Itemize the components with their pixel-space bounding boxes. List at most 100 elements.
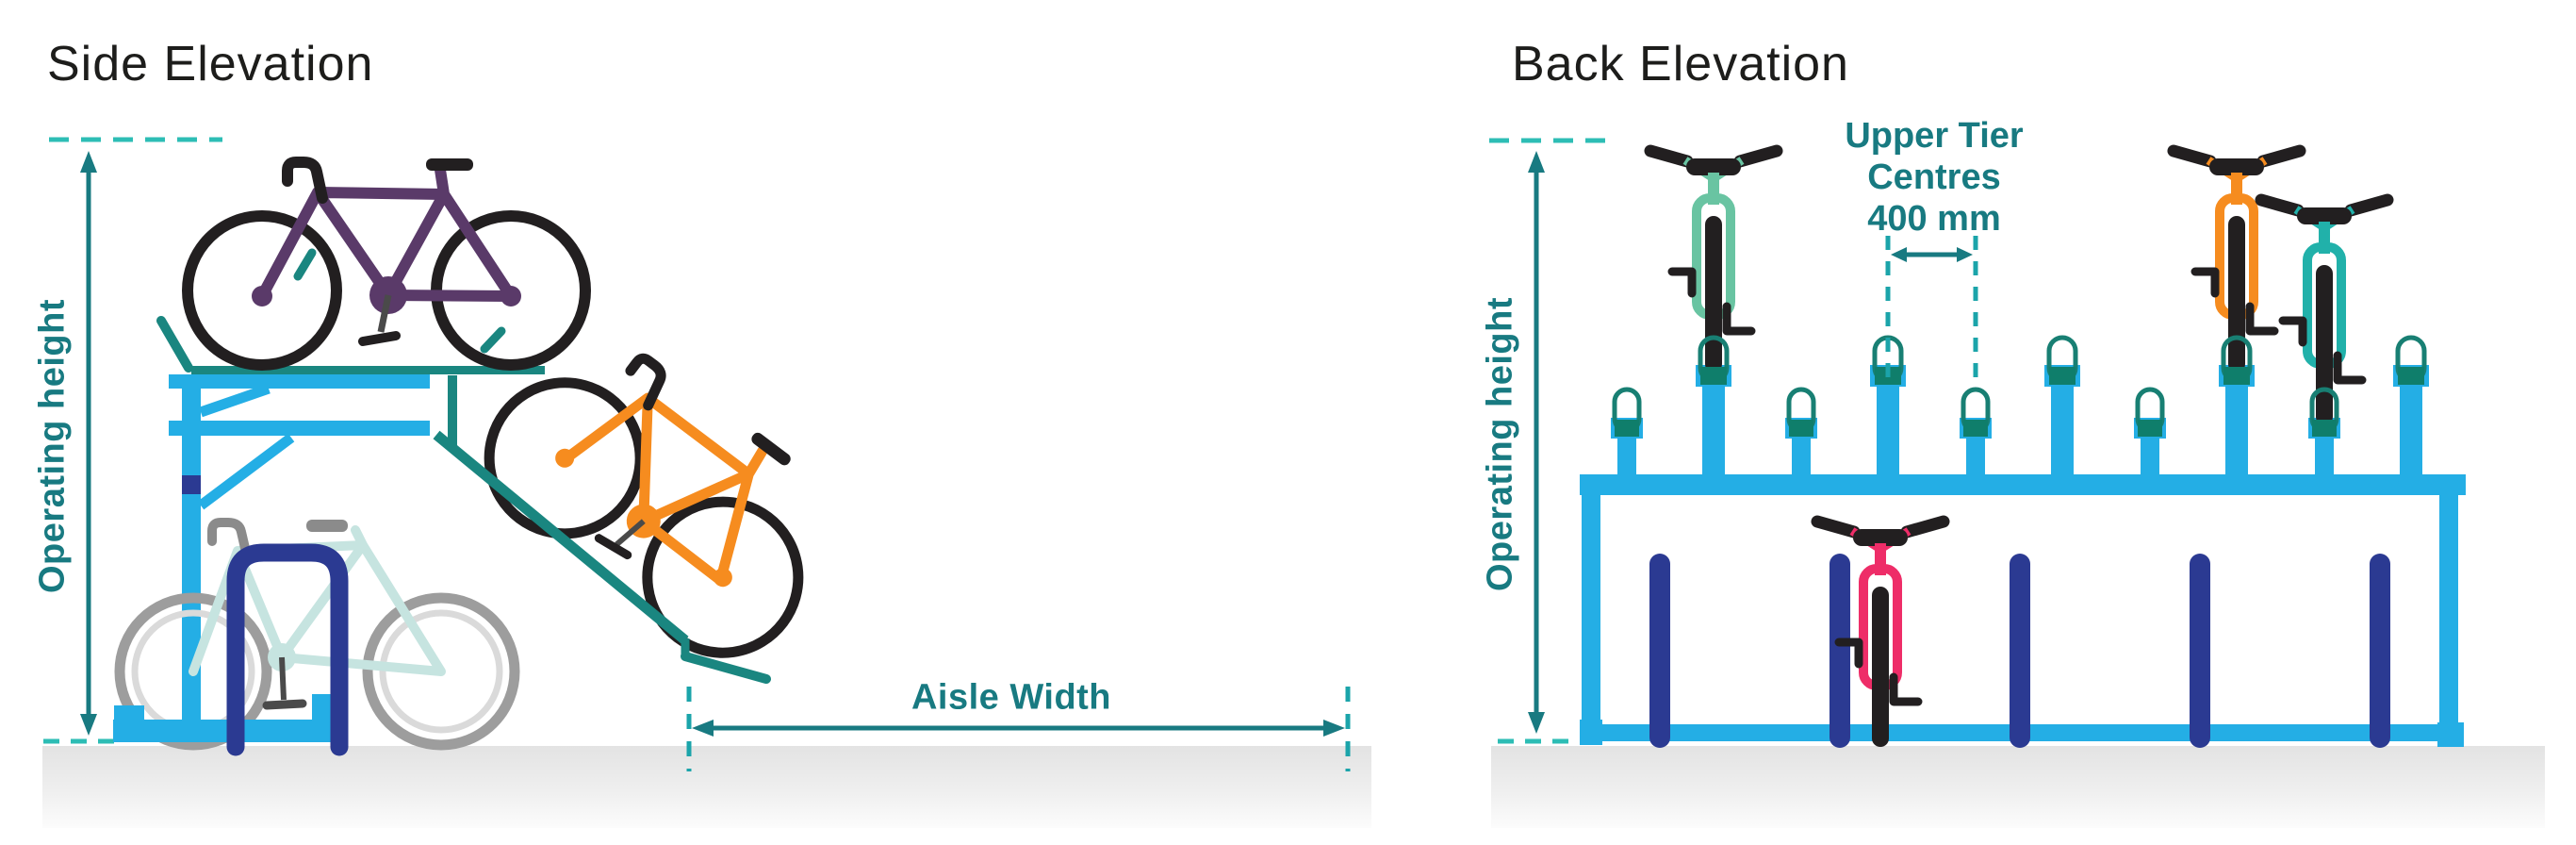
orange-bike-back bbox=[2167, 144, 2306, 373]
vertical-post bbox=[182, 374, 201, 725]
bike-pedal bbox=[1889, 672, 1923, 706]
left-side-post bbox=[1582, 495, 1600, 726]
bike-pedal bbox=[2278, 316, 2307, 347]
side-operating-height-dimension bbox=[43, 137, 222, 744]
arrow-down-icon bbox=[1528, 712, 1545, 734]
bike-frame bbox=[256, 164, 517, 302]
base-rail bbox=[113, 720, 333, 742]
crank-arm bbox=[377, 294, 392, 333]
diagonal-brace-lower bbox=[197, 433, 295, 510]
lower-tier-navy-posts bbox=[1649, 554, 2390, 748]
bike-seat bbox=[2297, 207, 2352, 224]
diagonal-brace-upper bbox=[199, 383, 271, 418]
back-elevation-title: Back Elevation bbox=[1512, 37, 1849, 91]
arrow-left-icon bbox=[1891, 247, 1907, 262]
bike-pedal bbox=[594, 534, 632, 560]
pink-bike-back bbox=[1811, 515, 1950, 747]
bike-handlebar bbox=[625, 353, 666, 411]
bike-hub bbox=[713, 568, 732, 588]
purple-bike-side bbox=[182, 157, 591, 371]
upper-tier-line-2: Centres bbox=[1867, 157, 2001, 197]
bike-handlebar bbox=[2167, 144, 2217, 168]
arrow-left-icon bbox=[692, 720, 714, 737]
back-elevation-drawing bbox=[1489, 138, 2466, 748]
arrow-up-icon bbox=[80, 151, 97, 173]
side-elevation-drawing bbox=[43, 137, 1351, 771]
upper-beam bbox=[1580, 474, 2466, 495]
bike-pedal bbox=[1834, 638, 1863, 669]
bike-handlebar bbox=[1733, 144, 1783, 168]
bike-seat bbox=[426, 158, 473, 171]
bike-wheel bbox=[182, 210, 342, 371]
bike-handlebar bbox=[1811, 515, 1861, 538]
bike-wheel-rim bbox=[379, 609, 503, 734]
bike-seat bbox=[1686, 158, 1741, 175]
bike-pedal bbox=[262, 699, 307, 710]
side-operating-height-label: Operating height bbox=[32, 299, 73, 593]
bike-wheel bbox=[2228, 216, 2245, 373]
upper-tier-line-1: Upper Tier bbox=[1845, 116, 2024, 156]
ramp-bottom-lip bbox=[681, 652, 771, 684]
bike-wheel bbox=[114, 592, 272, 751]
bike-pedal bbox=[1667, 267, 1697, 298]
bike-pedal bbox=[358, 331, 401, 346]
tray-left-lip bbox=[156, 316, 193, 373]
bike-pedal bbox=[2190, 267, 2220, 298]
mint-bike-back bbox=[1644, 144, 1783, 373]
bike-hub bbox=[555, 448, 575, 468]
wheel-loop-side bbox=[480, 326, 506, 354]
ground-right bbox=[1491, 746, 2545, 828]
bike-hub bbox=[252, 286, 272, 307]
bike-handlebar bbox=[2344, 193, 2394, 217]
ramp-rail bbox=[433, 430, 689, 645]
bike-pedal bbox=[2333, 351, 2367, 385]
bike-wheel bbox=[1872, 587, 1889, 747]
lower-tier-hoop-stand bbox=[226, 543, 349, 756]
top-rail bbox=[169, 374, 430, 389]
bike-pedal bbox=[2245, 302, 2279, 336]
bike-handlebar bbox=[1900, 515, 1950, 538]
second-rail bbox=[169, 421, 430, 436]
arrow-right-icon bbox=[1957, 247, 1973, 262]
bike-seat bbox=[306, 520, 348, 532]
loading-ramp bbox=[433, 326, 771, 684]
bike-wheel bbox=[362, 592, 520, 751]
side-elevation-title: Side Elevation bbox=[47, 37, 374, 91]
post-navy-clamp bbox=[182, 475, 201, 494]
arrow-up-icon bbox=[1528, 151, 1545, 173]
side-rack-frame bbox=[169, 374, 430, 725]
wheel-loops-and-clamps bbox=[1612, 335, 2427, 437]
bike-frame bbox=[557, 392, 768, 586]
bike-handlebar bbox=[2256, 144, 2306, 168]
bike-handlebar bbox=[1644, 144, 1694, 168]
teal-bike-back bbox=[2255, 193, 2394, 425]
wheel-loop-side bbox=[293, 248, 317, 281]
aisle-width-dimension bbox=[686, 687, 1351, 771]
back-operating-height-dimension bbox=[1489, 138, 1615, 744]
arrow-right-icon bbox=[1323, 720, 1345, 737]
bike-wheel bbox=[1705, 216, 1722, 373]
back-operating-height-label: Operating height bbox=[1480, 297, 1520, 591]
bike-pedal bbox=[1722, 302, 1756, 336]
upper-tier-tray bbox=[156, 316, 545, 374]
bike-seat bbox=[2209, 158, 2264, 175]
upper-tier-centres-dimension bbox=[1885, 236, 1978, 384]
crank-arm bbox=[615, 519, 646, 547]
base-left-foot bbox=[114, 705, 144, 721]
rack-base bbox=[113, 694, 333, 742]
aisle-width-label: Aisle Width bbox=[911, 677, 1112, 718]
bike-wheel bbox=[2316, 265, 2333, 425]
right-side-post bbox=[2439, 495, 2458, 726]
bike-handlebar bbox=[282, 157, 328, 204]
crank-arm bbox=[279, 656, 287, 701]
base-right-block bbox=[312, 694, 333, 721]
bike-handlebar bbox=[2255, 193, 2305, 217]
bike-wheel bbox=[484, 377, 646, 539]
bike-handlebar bbox=[207, 518, 252, 561]
arrow-down-icon bbox=[80, 714, 97, 736]
bike-hub bbox=[500, 286, 521, 307]
tray-surface bbox=[191, 366, 545, 374]
ground-left bbox=[42, 746, 1371, 828]
